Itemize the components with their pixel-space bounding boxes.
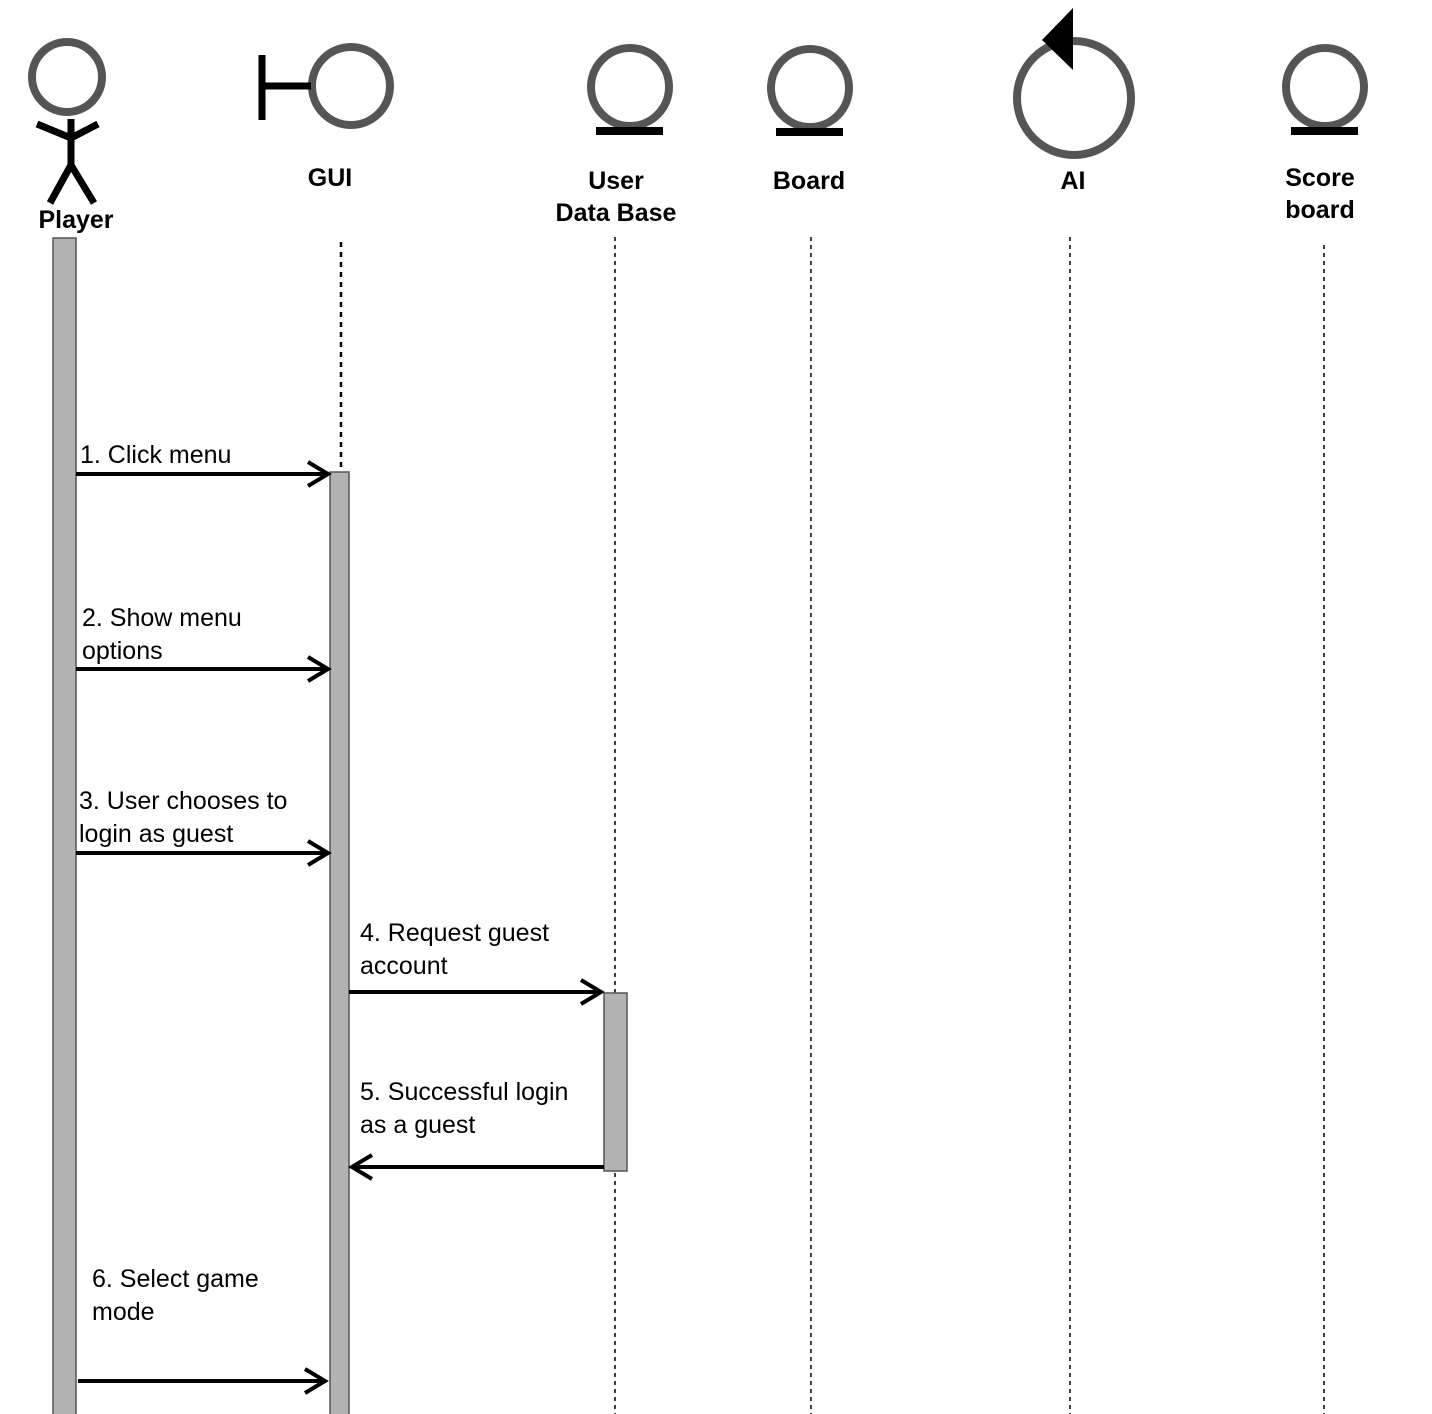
activation-bar-player <box>52 237 77 1414</box>
message-arrow <box>78 1367 329 1395</box>
boundary-icon <box>258 43 394 129</box>
participant-name-userdb: User Data Base <box>555 167 677 227</box>
entity-icon <box>587 44 673 135</box>
message-label: 1. Click menu <box>80 441 232 469</box>
message-arrow <box>76 655 332 683</box>
message-label: 5. Successful login as a guest <box>360 1078 569 1139</box>
message-label: 3. User chooses to login as guest <box>79 787 288 848</box>
actor-icon <box>28 38 106 205</box>
message-label: 4. Request guest account <box>360 919 550 980</box>
message-arrow <box>76 460 332 488</box>
control-icon <box>1013 8 1135 159</box>
activation-bar-gui <box>329 471 350 1414</box>
participant-name-board: Board <box>772 167 846 195</box>
entity-icon <box>767 45 853 136</box>
participant-name-player: Player <box>38 206 114 234</box>
message-label: 6. Select game mode <box>92 1265 259 1326</box>
return-message-arrow <box>348 1153 604 1181</box>
message-label: 2. Show menu options <box>82 604 242 665</box>
participant-name-ai: AI <box>1060 167 1086 195</box>
activation-bar-userdb <box>603 992 628 1172</box>
participant-name-gui: GUI <box>307 164 353 192</box>
entity-icon <box>1282 44 1368 135</box>
message-arrow <box>349 978 605 1006</box>
message-arrow <box>76 839 332 867</box>
participant-name-scoreboard: Score board <box>1285 164 1355 224</box>
